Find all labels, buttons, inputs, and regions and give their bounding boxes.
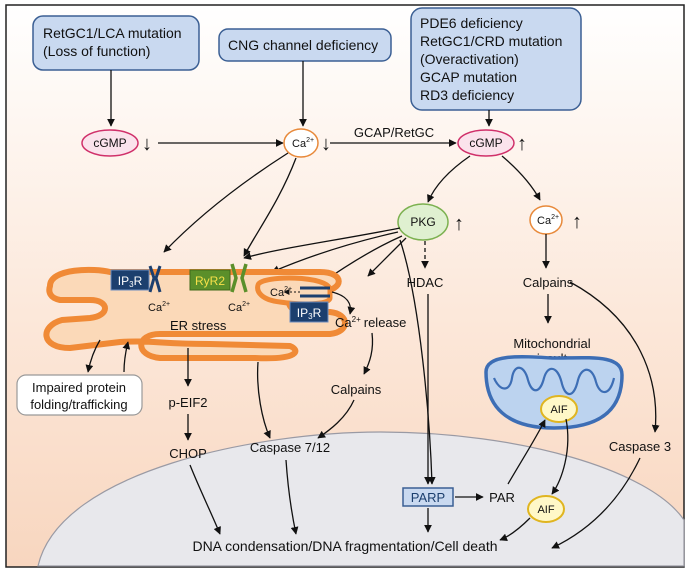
er-ca-left-label: Ca [148, 302, 163, 314]
box-retgc1-line1: RetGC1/LCA mutation [43, 25, 182, 41]
calpains-caspase712-arrow [317, 399, 355, 439]
er-caspase712-arrow [256, 361, 271, 439]
ip3r-receptor-right: IP3R [289, 286, 330, 323]
ip3r-right-sub: 3 [308, 312, 313, 321]
er-ca-right-label: Ca [270, 287, 285, 299]
aif-mito: AIF [540, 395, 578, 423]
box-retgc1-lca: RetGC1/LCA mutation (Loss of function) [32, 15, 200, 71]
node-ca-mid: Ca2+ ↓ [283, 128, 331, 158]
node-ca-right: Ca2+ ↑ [529, 205, 582, 235]
ca-release-ca: Ca [335, 315, 352, 330]
chop-death-arrow [189, 464, 221, 535]
ip3r-right-r: R [313, 306, 322, 320]
caspase712-death-arrow [285, 459, 299, 535]
pkg-up-arrow: ↑ [454, 213, 464, 235]
parp-label: PARP [411, 490, 445, 505]
ca-mid-sup: 2+ [306, 137, 314, 144]
mito-line1: Mitochondrial [513, 336, 590, 351]
par-label: PAR [489, 490, 515, 505]
peif2-label: p-EIF2 [168, 395, 207, 410]
pkg-parp-arrow [399, 239, 436, 485]
impaired-line2: folding/trafficking [30, 397, 127, 412]
node-pkg: PKG ↑ [397, 203, 464, 241]
calpains-right-label: Calpains [523, 275, 574, 290]
er-ca-mid: Ca2+ [228, 301, 250, 314]
er-impaired-arrows [85, 339, 131, 373]
calpains-er-label: Calpains [331, 382, 382, 397]
ip3r-left-r: R [134, 274, 143, 288]
aif-nucleus-label: AIF [537, 504, 554, 516]
er-ca-left: Ca2+ [148, 301, 170, 314]
impaired-line1: Impaired protein [32, 380, 126, 395]
node-cgmp-left: cGMP ↓ [81, 129, 152, 157]
cgmp-left-down-arrow: ↓ [142, 133, 152, 155]
ip3r-left-ip: IP [118, 274, 129, 288]
ca-right-up-arrow: ↑ [572, 211, 582, 233]
er-stress-label: ER stress [170, 318, 227, 333]
svg-text:Ca2+: Ca2+ [537, 214, 559, 227]
cell-death-label: DNA condensation/DNA fragmentation/Cell … [192, 538, 497, 554]
nucleus [37, 431, 685, 567]
impaired-protein-box: Impaired protein folding/trafficking [16, 374, 143, 416]
box-cng-deficiency: CNG channel deficiency [218, 28, 392, 62]
ca-release-sup: 2+ [352, 315, 361, 324]
caspase3-death-arrow [551, 457, 641, 549]
aif-translocation-arrow [551, 418, 569, 495]
top-arrows [107, 61, 493, 147]
er-ca-mid-label: Ca [228, 302, 243, 314]
ca-mid-label: Ca [292, 138, 307, 150]
parp-box: PARP [402, 487, 454, 507]
svg-text:IP3R: IP3R [118, 274, 143, 289]
carelease-calpains-arrow [363, 332, 374, 375]
cgmp-right-up-arrow: ↑ [517, 133, 527, 155]
caspase712-label: Caspase 7/12 [250, 440, 330, 455]
box-cng-text: CNG channel deficiency [228, 37, 378, 53]
ca-release-word: release [364, 315, 407, 330]
aif-nucleus: AIF [527, 495, 565, 523]
pkg-label: PKG [410, 215, 435, 229]
cgmp-right-arrows [427, 155, 541, 203]
ryr2-receptor: RyR2 [189, 263, 248, 293]
ca-right-label: Ca [537, 215, 552, 227]
box-retgc1-line2: (Loss of function) [43, 43, 150, 59]
cgmp-right-label: cGMP [469, 136, 502, 150]
box-right-line5: RD3 deficiency [420, 87, 514, 103]
er-ca-left-sup: 2+ [162, 301, 170, 308]
ip3r-receptor-left: IP3R [110, 265, 162, 293]
mitochondrion: Mitochondrial insult [484, 336, 624, 430]
node-cgmp-right: cGMP ↑ [457, 129, 527, 157]
ca-mid-down-arrow: ↓ [321, 133, 331, 155]
box-right-line4: GCAP mutation [420, 69, 517, 85]
calpains-caspase3-arrow [569, 281, 660, 433]
box-right-line1: PDE6 deficiency [420, 15, 523, 31]
ca-right-sup: 2+ [551, 214, 559, 221]
cgmp-left-label: cGMP [93, 136, 126, 150]
par-aif-arrow [507, 419, 546, 485]
ca-release-text: Ca2+release [335, 315, 406, 330]
box-right-line2: RetGC1/CRD mutation [420, 33, 562, 49]
svg-text:Ca2+: Ca2+ [292, 137, 314, 150]
gcap-retgc-label: GCAP/RetGC [354, 125, 434, 140]
hdac-label: HDAC [407, 275, 444, 290]
er-ca-mid-sup: 2+ [242, 301, 250, 308]
ca-release-arrow [331, 291, 356, 315]
box-right-causes: PDE6 deficiency RetGC1/CRD mutation (Ove… [410, 7, 582, 111]
svg-text:IP3R: IP3R [297, 306, 322, 321]
aif-death-arrow [499, 517, 531, 542]
caspase3-label: Caspase 3 [609, 439, 671, 454]
box-right-line3: (Overactivation) [420, 51, 519, 67]
ip3r-right-ip: IP [297, 306, 308, 320]
ryr2-label: RyR2 [195, 274, 225, 288]
ip3r-left-sub: 3 [129, 280, 134, 289]
chop-label: CHOP [169, 446, 207, 461]
aif-mito-label: AIF [550, 404, 567, 416]
